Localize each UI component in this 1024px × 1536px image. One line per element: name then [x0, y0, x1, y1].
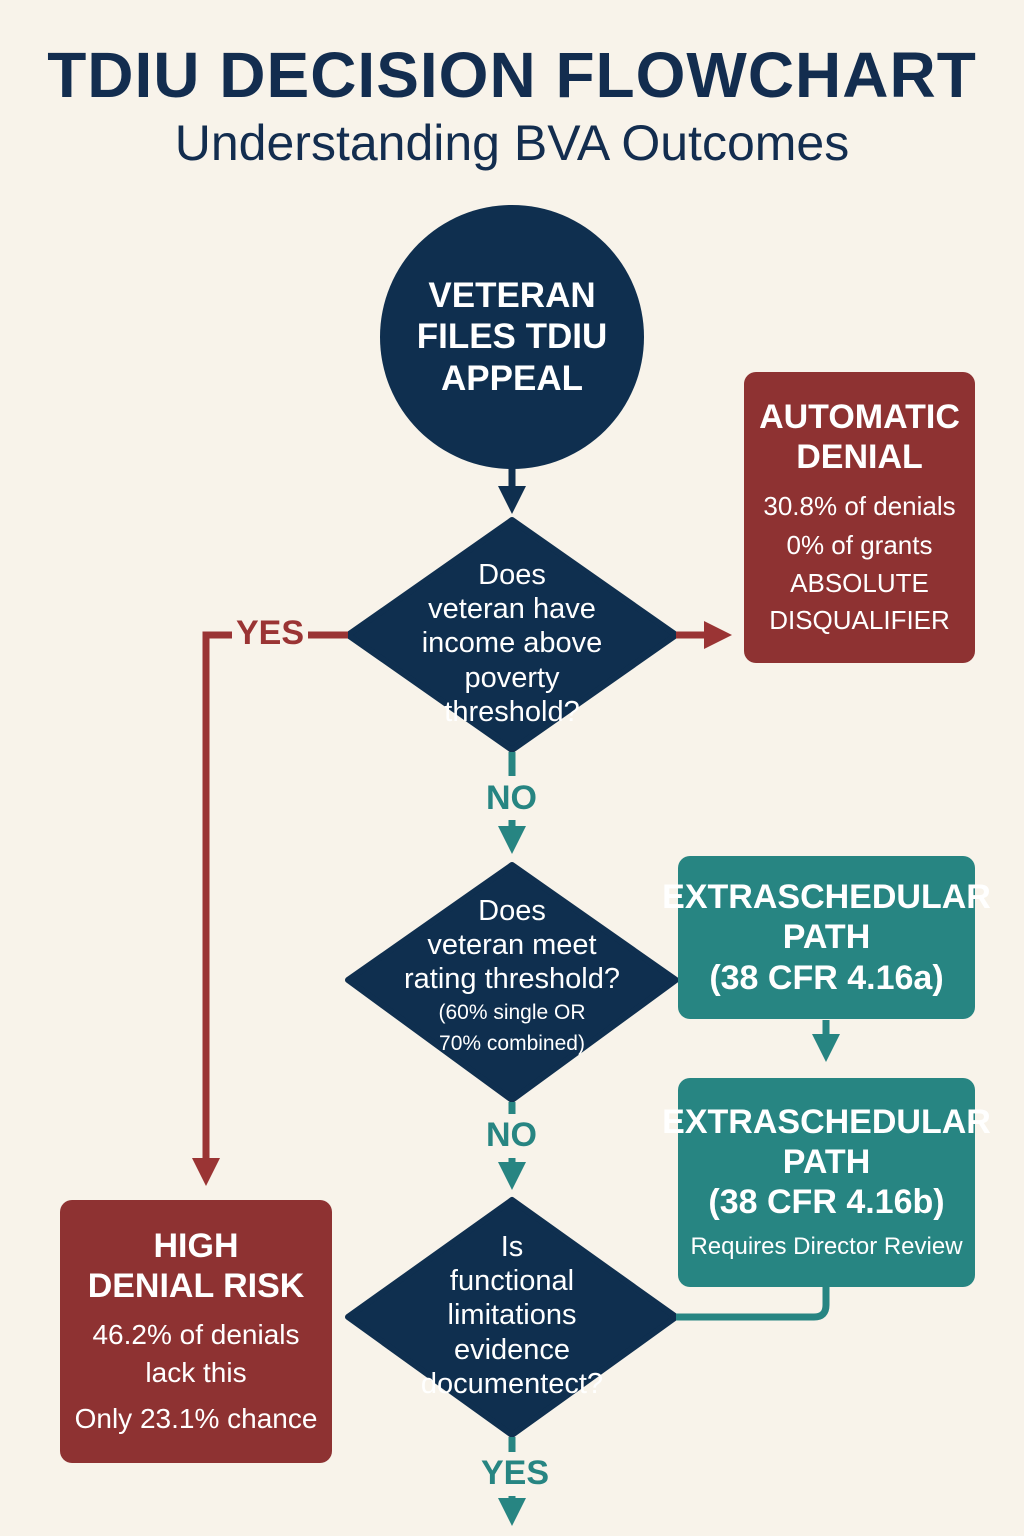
extraschedular-b-note: Requires Director Review: [690, 1232, 963, 1260]
extraschedular-b-title: EXTRASCHEDULAR: [662, 1102, 991, 1141]
automatic-denial-title: AUTOMATIC: [759, 398, 960, 436]
automatic-denial-box: AUTOMATIC DENIAL 30.8% of denials 0% of …: [744, 372, 975, 663]
start-node: VETERAN FILES TDIU APPEAL: [380, 205, 644, 469]
yes-label-income: YES: [236, 614, 305, 652]
decision-line: functional: [449, 1265, 575, 1298]
decision-line: veteran have: [428, 593, 596, 626]
extraschedular-b-title: PATH: [782, 1142, 871, 1181]
decision-diamond-income: [345, 517, 679, 753]
high-denial-risk-box: HIGH DENIAL RISK 46.2% of denials lack t…: [60, 1200, 332, 1463]
decision-note: 70% combined): [439, 1032, 585, 1056]
high-denial-risk-note: Only 23.1% chance: [74, 1402, 318, 1434]
decision-line: poverty: [464, 661, 560, 694]
decision-evidence-text: Is functional limitations evidence docum…: [390, 1230, 634, 1401]
connector-yes-to-high-risk: [192, 631, 232, 1186]
decision-line: threshold?: [444, 695, 580, 728]
decision-rating-text: Does veteran meet rating threshold? (60%…: [382, 894, 642, 1060]
automatic-denial-line: 0% of grants: [786, 530, 933, 561]
high-denial-risk-line: lack this: [145, 1356, 247, 1388]
decision-line: Is: [500, 1231, 524, 1263]
extraschedular-path-a-box: EXTRASCHEDULAR PATH (38 CFR 4.16a): [662, 856, 991, 1019]
automatic-denial-line: DISQUALIFIER: [769, 604, 950, 635]
extraschedular-b-title: (38 CFR 4.16b): [708, 1182, 945, 1221]
decision-diamond-rating: [345, 862, 679, 1103]
decision-income-text: Does veteran have income above poverty t…: [390, 558, 634, 729]
decision-line: Does: [478, 559, 546, 591]
page-subtitle: Understanding BVA Outcomes: [174, 115, 850, 171]
extraschedular-a-title: (38 CFR 4.16a): [709, 958, 944, 997]
connector-path-b-to-evidence: [676, 1287, 830, 1321]
start-line: VETERAN: [428, 276, 596, 316]
start-line: APPEAL: [441, 358, 583, 398]
automatic-denial-line: 30.8% of denials: [763, 491, 956, 522]
automatic-denial-title: DENIAL: [796, 438, 923, 477]
decision-line: Does: [478, 895, 546, 927]
extraschedular-a-title: PATH: [782, 918, 871, 957]
decision-note: (60% single OR: [438, 1000, 586, 1024]
page-title: TDIU DECISION FLOWCHART: [47, 39, 977, 111]
decision-diamond-evidence: [345, 1197, 679, 1438]
high-denial-risk-line: 46.2% of denials: [92, 1318, 300, 1350]
automatic-denial-line: ABSOLUTE: [790, 568, 929, 599]
extraschedular-a-title: EXTRASCHEDULAR: [662, 878, 991, 917]
extraschedular-path-b-box: EXTRASCHEDULAR PATH (38 CFR 4.16b) Requi…: [662, 1078, 991, 1287]
decision-line: evidence: [453, 1333, 571, 1366]
yes-label-evidence: YES: [481, 1454, 550, 1492]
high-denial-risk-title: DENIAL RISK: [87, 1266, 305, 1305]
no-label-rating: NO: [486, 1116, 537, 1154]
decision-line: documentect?: [420, 1367, 604, 1400]
decision-line: rating threshold?: [403, 963, 621, 996]
no-label-income: NO: [486, 779, 537, 817]
start-line: FILES TDIU: [416, 317, 608, 357]
decision-line: income above: [421, 627, 603, 660]
decision-line: veteran meet: [427, 929, 597, 962]
decision-line: limitations: [447, 1299, 577, 1332]
high-denial-risk-title: HIGH: [153, 1226, 239, 1265]
